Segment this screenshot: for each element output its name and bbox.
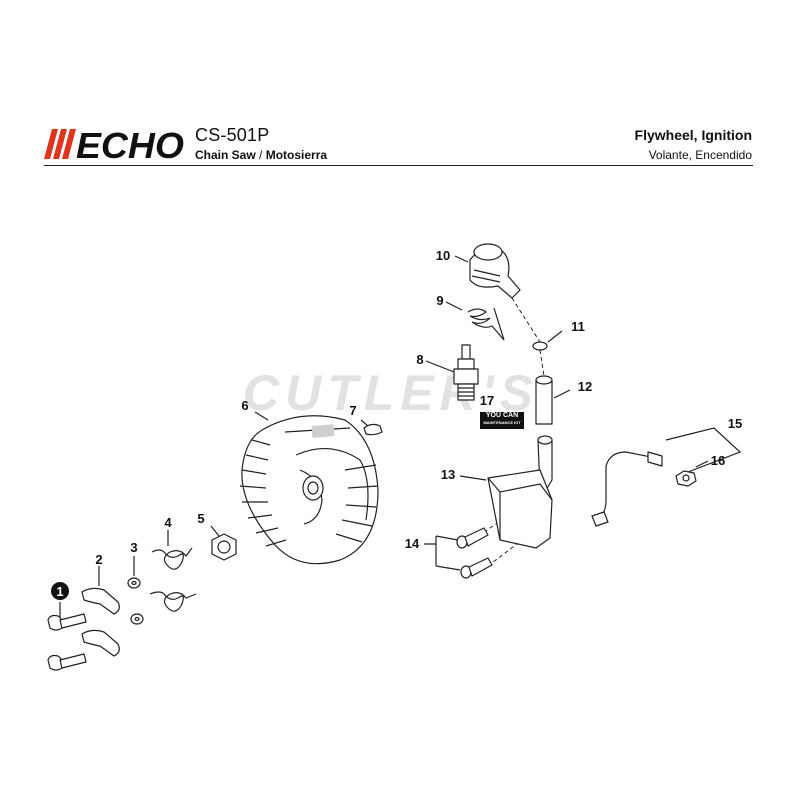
part-ignition-coil[interactable]	[487, 435, 553, 549]
header-rule	[44, 165, 753, 166]
part-grommet[interactable]	[532, 341, 548, 351]
echo-logo: ECHO	[44, 127, 184, 161]
callout-15[interactable]: 15	[728, 416, 742, 431]
callout-3[interactable]: 3	[130, 540, 137, 555]
part-bolts[interactable]	[47, 613, 87, 671]
callout-1-badge	[51, 582, 69, 600]
part-pawls[interactable]	[81, 587, 120, 657]
callouts: 1 2 3 4 5 6 7 8 9 10 11 12 13 14 15 16 1…	[51, 248, 742, 600]
part-wire-nut[interactable]	[675, 470, 697, 487]
part-flywheel-nut[interactable]	[211, 533, 237, 561]
maintenance-kit-badge: YOU CAN MAINTENANCE KIT	[480, 412, 524, 429]
part-key[interactable]	[363, 423, 383, 436]
leader-lines	[59, 255, 742, 618]
kit-badge-title: YOU CAN	[485, 412, 519, 419]
callout-17[interactable]: 17	[480, 393, 494, 408]
product-separator: /	[259, 148, 263, 162]
part-tube[interactable]	[535, 375, 553, 425]
part-flywheel[interactable]	[239, 415, 379, 565]
callout-1[interactable]: 1	[56, 584, 63, 599]
logo-wordmark: ECHO	[76, 127, 184, 161]
part-stop-wire[interactable]	[591, 451, 663, 527]
product-name: Chain Saw / Motosierra	[195, 148, 327, 162]
callout-5[interactable]: 5	[197, 511, 204, 526]
part-cap-spring[interactable]	[467, 307, 505, 341]
callout-11[interactable]: 11	[571, 319, 585, 334]
watermark: CUTLER'S	[243, 365, 539, 421]
logo-stripes	[44, 129, 76, 159]
part-coil-screws[interactable]	[456, 527, 493, 579]
section-title: Flywheel, Ignition	[634, 127, 752, 143]
callout-2[interactable]: 2	[95, 552, 102, 567]
callout-13[interactable]: 13	[441, 467, 455, 482]
header: ECHO CS-501P Chain Saw / Motosierra Flyw…	[0, 0, 800, 170]
callout-12[interactable]: 12	[578, 379, 592, 394]
product-name-en: Chain Saw	[195, 148, 256, 162]
part-plug-cap[interactable]	[469, 243, 521, 299]
callout-10[interactable]: 10	[436, 248, 450, 263]
part-springs[interactable]	[149, 547, 197, 612]
callout-6[interactable]: 6	[241, 398, 248, 413]
model-number: CS-501P	[195, 125, 270, 145]
part-washers[interactable]	[127, 577, 144, 625]
callout-7[interactable]: 7	[349, 403, 356, 418]
callout-16[interactable]: 16	[711, 453, 725, 468]
part-spark-plug[interactable]	[453, 344, 479, 401]
callout-8[interactable]: 8	[416, 352, 423, 367]
kit-badge-subtitle: MAINTENANCE KIT	[483, 420, 521, 425]
product-name-es: Motosierra	[265, 148, 328, 162]
callout-14[interactable]: 14	[405, 536, 420, 551]
callout-9[interactable]: 9	[436, 293, 443, 308]
callout-4[interactable]: 4	[164, 515, 172, 530]
section-subtitle: Volante, Encendido	[648, 148, 752, 162]
